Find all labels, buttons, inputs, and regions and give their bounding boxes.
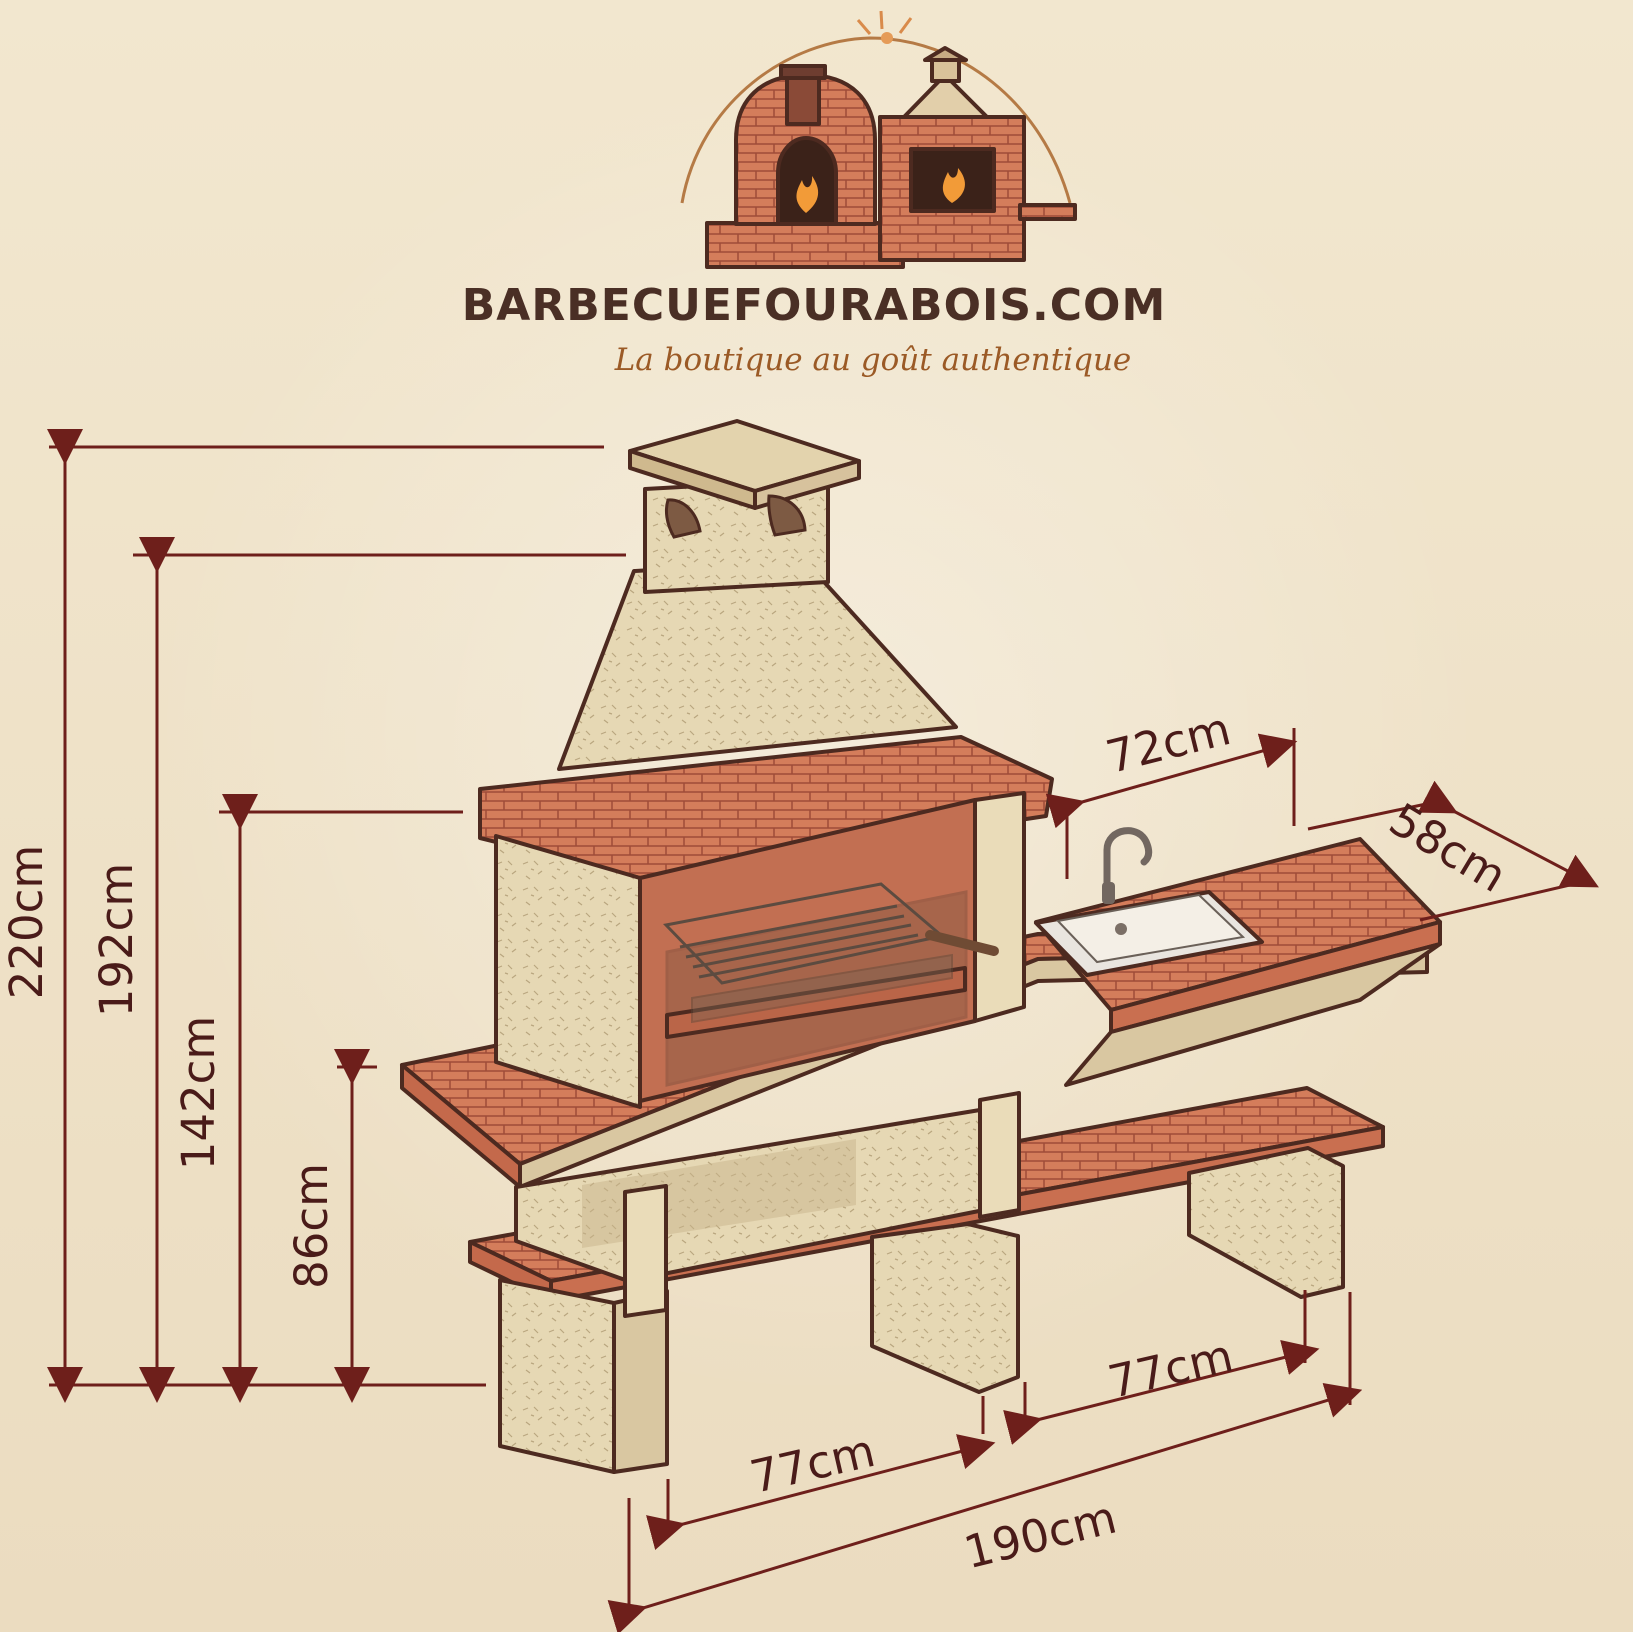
barbecue-illustration <box>400 419 1442 1474</box>
oven-icon <box>705 64 905 269</box>
brand-name: BARBECUEFOURABOIS.COM <box>462 280 1166 331</box>
bottom-left-pillar <box>498 1278 616 1474</box>
grill-bars-icon <box>679 904 919 979</box>
center-back-pillar <box>978 1091 1021 1219</box>
dimension-line-58 <box>1417 780 1599 888</box>
center-front-pillar <box>623 1184 668 1318</box>
label-77cm-left: 77cm <box>745 1424 880 1504</box>
guide-58-front <box>1419 879 1588 922</box>
bottom-mid-pillar <box>870 1222 1020 1394</box>
brand-tagline: La boutique au goût authentique <box>614 342 1132 378</box>
label-192cm: 192cm <box>90 863 143 1017</box>
right-counter-under <box>1064 942 1442 1087</box>
label-142cm: 142cm <box>172 1016 225 1170</box>
label-77cm-right: 77cm <box>1103 1329 1238 1409</box>
logo-group: BARBECUEFOURABOIS.COM La boutique au goû… <box>462 10 1166 378</box>
dimension-line-72 <box>1045 733 1298 829</box>
logo-rays-icon <box>856 10 913 35</box>
bottom-right-pillar <box>1187 1146 1345 1299</box>
dimension-line-190 <box>607 1383 1363 1632</box>
hearth-left-stone <box>494 834 642 1109</box>
logo-spark-icon <box>881 32 893 44</box>
dimension-lines <box>47 429 1599 1632</box>
grill-handle-icon <box>925 930 999 956</box>
label-220cm: 220cm <box>0 845 53 999</box>
chimney-vent-left <box>664 498 702 539</box>
hearth-right-stone <box>973 791 1026 1023</box>
grill-pan <box>691 953 953 1024</box>
barbecue-icon <box>878 46 1077 262</box>
sink-basin-inner <box>1056 893 1246 964</box>
logo-arc <box>680 36 1072 204</box>
grill-lower-tray <box>665 966 967 1039</box>
faucet-icon <box>1103 827 1153 889</box>
faucet-handle-icon <box>1102 882 1115 904</box>
sink-drain-icon <box>1115 923 1127 935</box>
bottom-left-pillar-side <box>612 1289 669 1474</box>
label-72cm: 72cm <box>1101 702 1236 784</box>
hood <box>557 559 958 771</box>
label-86cm: 86cm <box>285 1163 338 1289</box>
chimney-vent-right <box>767 494 807 537</box>
